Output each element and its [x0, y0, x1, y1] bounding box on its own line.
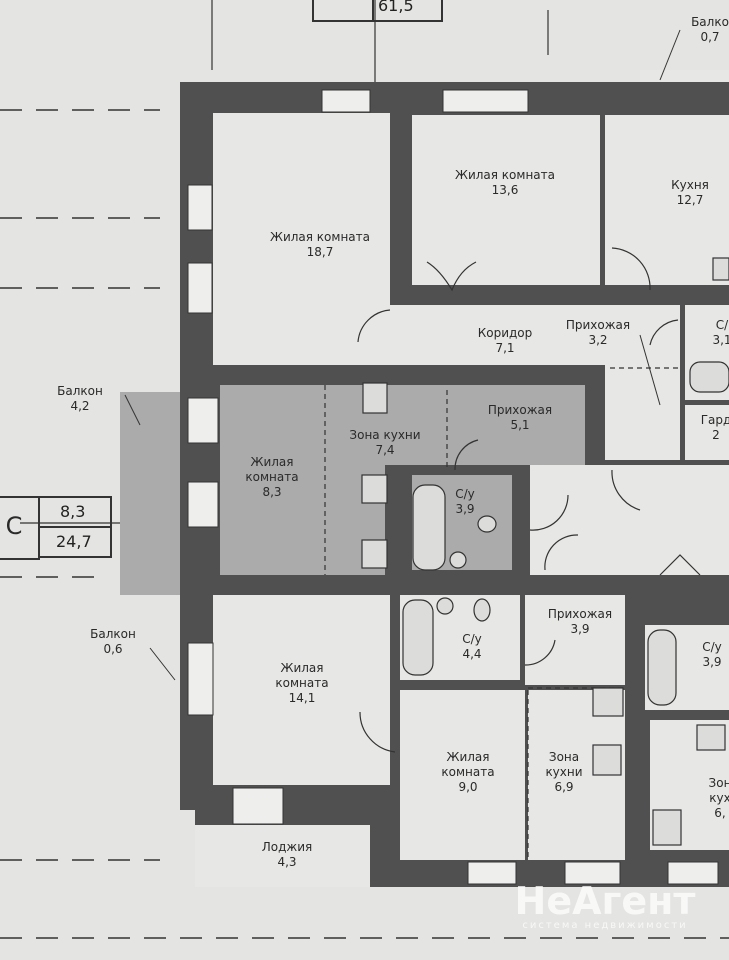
unit-living-area: 8,3 — [60, 502, 86, 521]
windows — [187, 89, 719, 885]
bathtub-icon — [689, 361, 729, 393]
leader-lines — [124, 29, 681, 681]
unit-letter: С — [5, 512, 23, 540]
fixtures — [361, 257, 729, 846]
bathtub-icon — [412, 484, 446, 571]
toilet-icon — [473, 598, 491, 622]
stove-icon — [652, 809, 682, 846]
grid-lines — [0, 109, 729, 939]
bathtub-icon — [647, 629, 677, 706]
apartment-area-box: 61,5 — [312, 0, 443, 22]
stove-icon — [361, 474, 388, 504]
doors — [357, 247, 701, 753]
room-label: С/3,1 — [712, 318, 729, 347]
toilet-icon — [477, 515, 497, 533]
apartment-area: 61,5 — [378, 0, 414, 15]
zone-dividers — [324, 367, 680, 860]
watermark-logo: НеАгент — [514, 879, 696, 923]
sink-icon — [449, 551, 467, 569]
unit-total-area: 24,7 — [56, 532, 92, 551]
sink-icon — [436, 597, 454, 615]
stove-icon — [592, 744, 622, 776]
bathtub-icon — [402, 599, 434, 676]
watermark-tagline: система недвижимости — [522, 920, 688, 931]
